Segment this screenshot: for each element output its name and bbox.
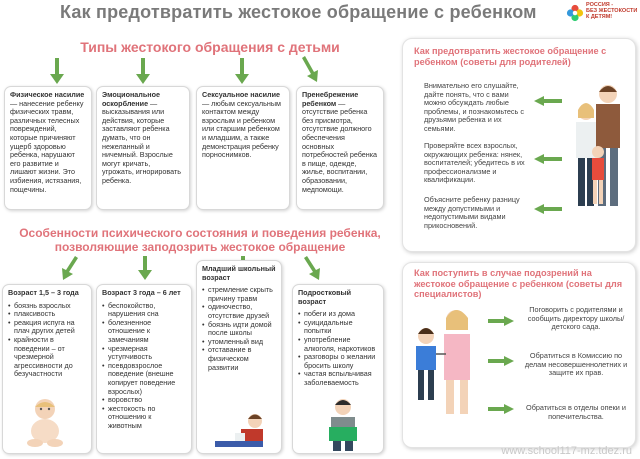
section2-line2: позволяющие заподозрить жестокое обращен…: [54, 240, 346, 254]
logo-line-3: К ДЕТЯМ!: [586, 14, 613, 21]
logo-line-2: БЕЗ ЖЕСТОКОСТИ: [586, 8, 638, 15]
list-item: псевдовзрослое поведение (внешне копируе…: [102, 361, 186, 396]
type-heading: Эмоциональное оскорбление: [102, 90, 161, 108]
parents-tip-2: Проверяйте всех взрослых, окружающих реб…: [424, 141, 525, 185]
type-heading: Сексуальное насилие: [202, 90, 281, 99]
family-illustration: [576, 85, 620, 206]
list-item: употребление алкоголя, наркотиков: [298, 335, 378, 353]
specialists-tip-3: Обратиться в отделы опеки и попечительст…: [526, 403, 626, 421]
flower-logo-icon: [566, 4, 584, 22]
type-text: — нанесение ребенку физических травм, ра…: [10, 98, 84, 194]
age-card-1: Возраст 1,5 – 3 года боязнь взрослых пла…: [2, 284, 92, 454]
type-card-physical: Физическое насилие — нанесение ребенку ф…: [4, 86, 92, 210]
arrow-right-icon: [488, 316, 514, 326]
age-card-4: Подростковый возраст побеги из дома суиц…: [292, 284, 384, 454]
list-item: болезненное отношение к замечаниям: [102, 318, 186, 345]
page-title: Как предотвратить жестокое обращение с р…: [60, 2, 537, 22]
list-item: чрезмерная уступчивость: [102, 344, 186, 362]
footer-url: www.school117-mz.tdez.ru: [501, 445, 632, 457]
arrow-left-icon: [534, 96, 562, 106]
type-text: — отсутствие ребенка без присмотра, отсу…: [302, 98, 378, 194]
parents-title: Как предотвратить жестокое обращение с р…: [414, 46, 607, 67]
arrow-left-icon: [534, 154, 562, 164]
specialists-tip-1: Поговорить с родителями и сообщить дирек…: [527, 305, 625, 332]
arrow-down-right-icon: [302, 56, 318, 82]
teen-reading-illustration: [329, 399, 357, 451]
list-item: частая вспыльчивая заболеваемость: [298, 369, 378, 387]
age-card-3: Младший школьный возраст стремление скры…: [196, 260, 282, 454]
specialists-panel: [402, 262, 636, 448]
list-item: жестокость по отношению к животным: [102, 404, 186, 431]
age-heading: Младший школьный возраст: [202, 264, 276, 282]
type-card-sexual: Сексуальное насилие — любым сексуальным …: [196, 86, 290, 210]
arrow-down-icon: [50, 58, 64, 84]
age-list: побеги из дома суицидальные попытки упот…: [298, 310, 378, 387]
type-card-neglect: Пренебрежение ребенком — отсутствие ребе…: [296, 86, 384, 210]
baby-illustration: [27, 399, 63, 447]
parents-panel: [402, 38, 636, 252]
list-item: одиночество, отсутствие друзей: [202, 303, 276, 320]
arrow-left-icon: [534, 204, 562, 214]
list-item: плаксивость: [8, 310, 86, 319]
list-item: побеги из дома: [298, 310, 378, 319]
list-item: утомленный вид: [202, 337, 276, 347]
list-item: беспокойство, нарушения сна: [102, 301, 186, 319]
arrow-down-icon: [138, 256, 152, 280]
age-heading: Возраст 1,5 – 3 года: [8, 288, 79, 297]
list-item: крайности в поведении – от чрезмерной аг…: [8, 335, 86, 379]
list-item: воровство: [102, 396, 186, 405]
type-card-emotional: Эмоциональное оскорбление — высказывания…: [96, 86, 190, 210]
logo: РОССИЯ - БЕЗ ЖЕСТОКОСТИ К ДЕТЯМ!: [566, 2, 638, 36]
arrow-down-icon: [136, 58, 150, 84]
list-item: разговоры о желании бросить школу: [298, 352, 378, 370]
age-heading: Подростковый возраст: [298, 288, 352, 306]
child-reading-illustration: [215, 414, 263, 447]
arrow-down-icon: [235, 58, 249, 84]
section-title-types: Типы жестокого обращения с детьми: [80, 39, 340, 55]
age-heading: Возраст 3 года – 6 лет: [102, 288, 181, 297]
age-list: стремление скрыть причину травм одиночес…: [202, 285, 276, 372]
type-heading: Пренебрежение ребенком: [302, 90, 359, 108]
section2-line1: Особенности психического состояния и пов…: [19, 226, 381, 240]
parents-tip-1: Внимательно его слушайте, дайте понять, …: [424, 81, 525, 133]
list-item: стремление скрыть причину травм: [202, 285, 276, 303]
doctor-child-illustration: [416, 310, 470, 414]
logo-line-1: РОССИЯ -: [586, 2, 614, 8]
age-list: беспокойство, нарушения сна болезненное …: [102, 301, 186, 431]
arrow-right-icon: [488, 356, 514, 366]
age-list: боязнь взрослых плаксивость реакция испу…: [8, 301, 86, 379]
type-text: — высказывания или действия, которые зас…: [102, 98, 182, 185]
type-text: — любым сексуальным контактом между взро…: [202, 98, 281, 160]
type-heading: Физическое насилие: [10, 90, 85, 99]
list-item: суицидальные попытки: [298, 318, 378, 336]
arrow-right-icon: [488, 404, 514, 414]
section-title-behavior: Особенности психического состояния и пов…: [10, 226, 390, 254]
list-item: боязнь взрослых: [8, 301, 86, 311]
specialists-title: Как поступить в случае подозрений на жес…: [414, 268, 623, 299]
specialists-tip-2: Обратиться в Комиссию по делам несоверше…: [524, 351, 628, 378]
parents-tip-3: Объясните ребенку разницу между допустим…: [424, 195, 520, 230]
list-item: боязнь идти домой после школы: [202, 320, 276, 338]
list-item: отставание в физическом развитии: [202, 346, 276, 372]
arrow-down-right-icon: [304, 256, 320, 280]
age-card-2: Возраст 3 года – 6 лет беспокойство, нар…: [96, 284, 192, 454]
list-item: реакция испуга на плач других детей: [8, 318, 86, 336]
logo-text: РОССИЯ - БЕЗ ЖЕСТОКОСТИ К ДЕТЯМ!: [586, 2, 638, 21]
arrow-down-left-icon: [62, 256, 78, 280]
